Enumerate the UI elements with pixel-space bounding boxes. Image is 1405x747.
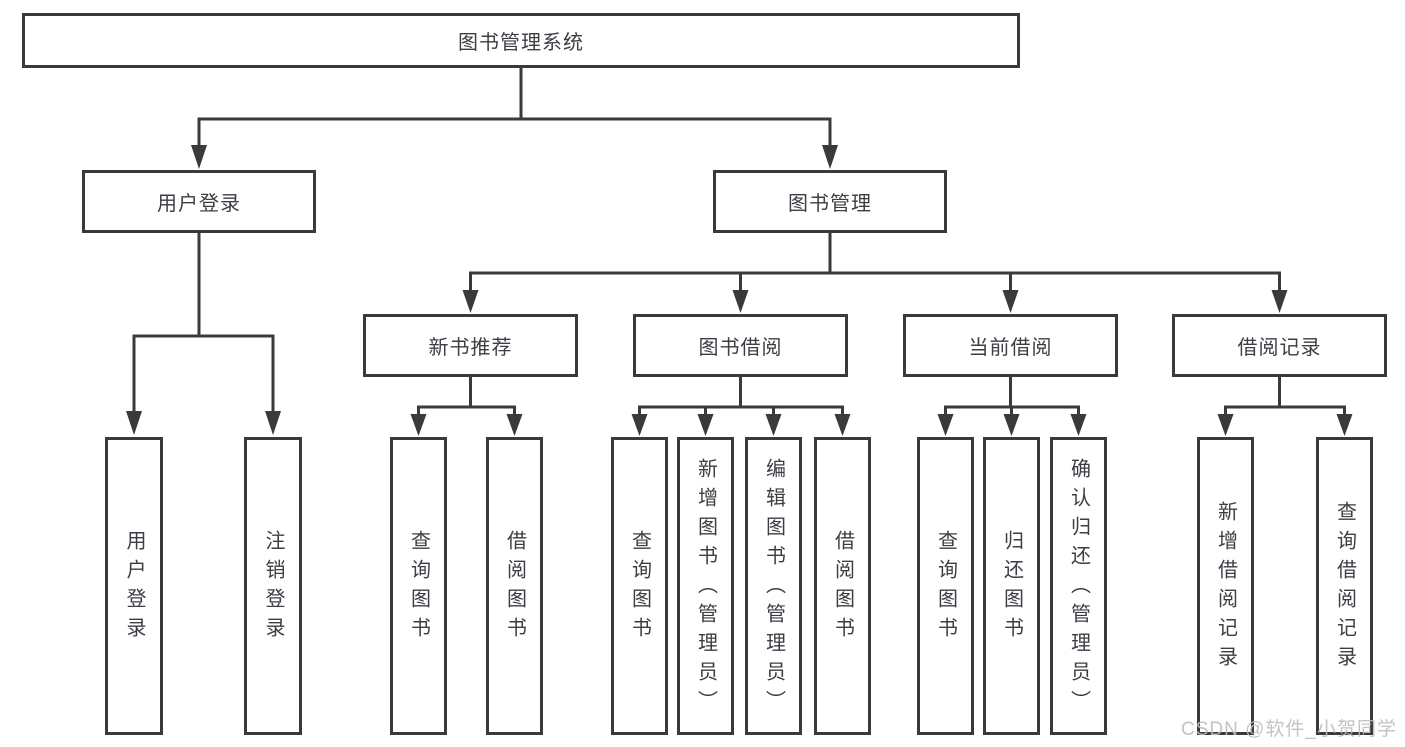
leaf-current-return-books: 归还图书: [983, 437, 1040, 735]
node-current-borrow: 当前借阅: [903, 314, 1118, 377]
leaf-borrow-borrow-books: 借阅图书: [814, 437, 871, 735]
node-book-borrow: 图书借阅: [633, 314, 848, 377]
leaf-current-query-books: 查询图书: [917, 437, 974, 735]
leaf-newbook-borrow-books: 借阅图书: [486, 437, 543, 735]
node-book-management: 图书管理: [713, 170, 947, 233]
leaf-logout-login: 注销登录: [244, 437, 302, 735]
node-borrow-record: 借阅记录: [1172, 314, 1387, 377]
leaf-user-login: 用户登录: [105, 437, 163, 735]
leaf-borrow-edit-books-admin: 编辑图书（管理员）: [745, 437, 802, 735]
node-root: 图书管理系统: [22, 13, 1020, 68]
leaf-record-query-borrow-record: 查询借阅记录: [1316, 437, 1373, 735]
leaf-borrow-add-books-admin: 新增图书（管理员）: [677, 437, 734, 735]
node-new-book-recommend: 新书推荐: [363, 314, 578, 377]
csdn-watermark: CSDN @软件_小贺同学: [1181, 719, 1397, 740]
node-user-login: 用户登录: [82, 170, 316, 233]
leaf-borrow-query-books: 查询图书: [611, 437, 668, 735]
leaf-record-add-borrow-record: 新增借阅记录: [1197, 437, 1254, 735]
leaf-newbook-query-books: 查询图书: [390, 437, 447, 735]
leaf-current-confirm-return-admin: 确认归还（管理员）: [1050, 437, 1107, 735]
